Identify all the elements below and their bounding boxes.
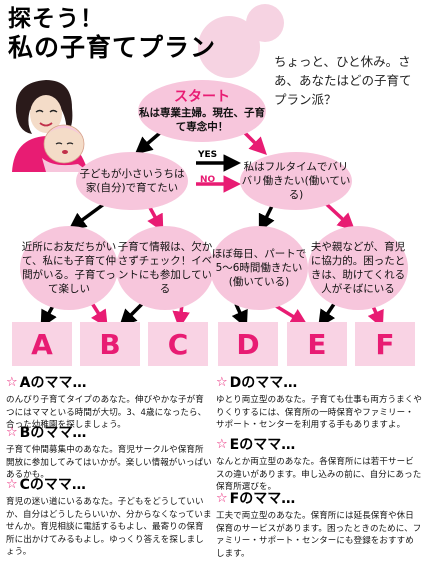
question-node: 私はフルタイムでバリバリ働きたい(働いている) <box>240 152 352 210</box>
result-letter: B <box>99 327 121 361</box>
star-icon: ☆ <box>216 375 228 390</box>
result-section-b: ☆Bのママ… 子育て仲間募集中のあなた。育児サークルや保育所開放に参加してみては… <box>6 424 212 482</box>
question-text: 近所にお友だちがいて、私にも子育て仲間がいる。子育てって楽しい <box>21 241 117 295</box>
result-box-b: B <box>80 322 140 366</box>
result-box-c: C <box>148 322 208 366</box>
star-icon: ☆ <box>216 491 228 506</box>
question-node: 子育て情報は、欠かさずチェック！イベントにも参加している <box>116 226 214 310</box>
result-box-d: D <box>218 322 278 366</box>
result-section-a: ☆Aのママ… のんびり子育てタイプのあなた。伸びやかな子が育つにはママといる時間… <box>6 374 212 432</box>
question-node: ほぼ毎日、パートで5～6時間働きたい(働いている) <box>210 226 308 310</box>
result-description: なんとか両立型のあなた。各保育所には若干サービスの違いがあります。申し込みの前に… <box>216 457 422 492</box>
result-description: 工夫で両立型のあなた。保育所には延長保育や休日保育のサービスがあります。困ったと… <box>216 511 422 559</box>
result-description: 子育て仲間募集中のあなた。育児サークルや保育所開放に参加してみてはいかが。楽しい… <box>6 445 212 480</box>
result-title: Fのママ… <box>229 491 296 507</box>
star-icon: ☆ <box>216 437 228 452</box>
result-box-e: E <box>287 322 347 366</box>
result-title: Cのママ… <box>19 477 86 493</box>
result-title: Eのママ… <box>229 437 296 453</box>
page-title: 探そう！ 私の子育てプラン <box>8 6 216 63</box>
result-title: Aのママ… <box>19 375 87 391</box>
start-node: スタート 私は専業主婦。現在、子育て専念中！ <box>138 80 266 142</box>
result-box-f: F <box>355 322 415 366</box>
star-icon: ☆ <box>6 375 18 390</box>
question-node: 子どもが小さいうちは家(自分)で育てたい <box>76 152 188 210</box>
result-section-d: ☆Dのママ… ゆとり両立型のあなた。子育ても仕事も両方うまくやりくりするには、保… <box>216 374 422 432</box>
no-label: NO <box>200 175 216 185</box>
result-section-c: ☆Cのママ… 育児の迷い道にいるあなた。子どもをどうしていいか、自分はどうしたら… <box>6 476 212 559</box>
question-text: 子育て情報は、欠かさずチェック！イベントにも参加している <box>117 241 213 295</box>
question-node: 近所にお友だちがいて、私にも子育て仲間がいる。子育てって楽しい <box>20 226 118 310</box>
start-text: 私は専業主婦。現在、子育て専念中！ <box>139 106 265 133</box>
mother-with-baby-illustration <box>12 80 90 172</box>
result-box-a: A <box>12 322 72 366</box>
result-title: Bのママ… <box>19 425 87 441</box>
question-text: 私はフルタイムでバリバリ働きたい(働いている) <box>241 161 351 201</box>
question-text: ほぼ毎日、パートで5～6時間働きたい(働いている) <box>211 248 307 288</box>
yes-label: YES <box>198 150 218 160</box>
result-title: Dのママ… <box>229 375 298 391</box>
result-letter: D <box>236 327 260 361</box>
question-node: 夫や親などが、育児に協力的。困ったときは、助けてくれる人がそばにいる <box>308 226 408 310</box>
question-text: 子どもが小さいうちは家(自分)で育てたい <box>79 168 185 194</box>
result-description: ゆとり両立型のあなた。子育ても仕事も両方うまくやりくりするには、保育所の一時保育… <box>216 395 422 430</box>
result-description: のんびり子育てタイプのあなた。伸びやかな子が育つにはママといる時間が大切。3、4… <box>6 395 207 430</box>
start-heading: スタート <box>174 88 230 105</box>
result-section-e: ☆Eのママ… なんとか両立型のあなた。各保育所には若干サービスの違いがあります。… <box>216 436 422 494</box>
result-section-f: ☆Fのママ… 工夫で両立型のあなた。保育所には延長保育や休日保育のサービスがあり… <box>216 490 422 560</box>
result-letter: C <box>167 327 189 361</box>
result-description: 育児の迷い道にいるあなた。子どもをどうしていいか、自分はどうしたらいいか、分から… <box>6 497 212 557</box>
result-letter: F <box>375 327 395 361</box>
intro-text: ちょっと、ひと休み。さあ、あなたはどの子育てプラン派？ <box>274 54 412 107</box>
result-letter: E <box>307 327 327 361</box>
title-line1: 探そう！ <box>8 6 104 32</box>
star-icon: ☆ <box>6 477 18 492</box>
title-line2: 私の子育てプラン <box>8 33 217 62</box>
star-icon: ☆ <box>6 425 18 440</box>
question-text: 夫や親などが、育児に協力的。困ったときは、助けてくれる人がそばにいる <box>310 241 406 295</box>
decorative-circle <box>246 4 284 42</box>
result-letter: A <box>31 327 53 361</box>
